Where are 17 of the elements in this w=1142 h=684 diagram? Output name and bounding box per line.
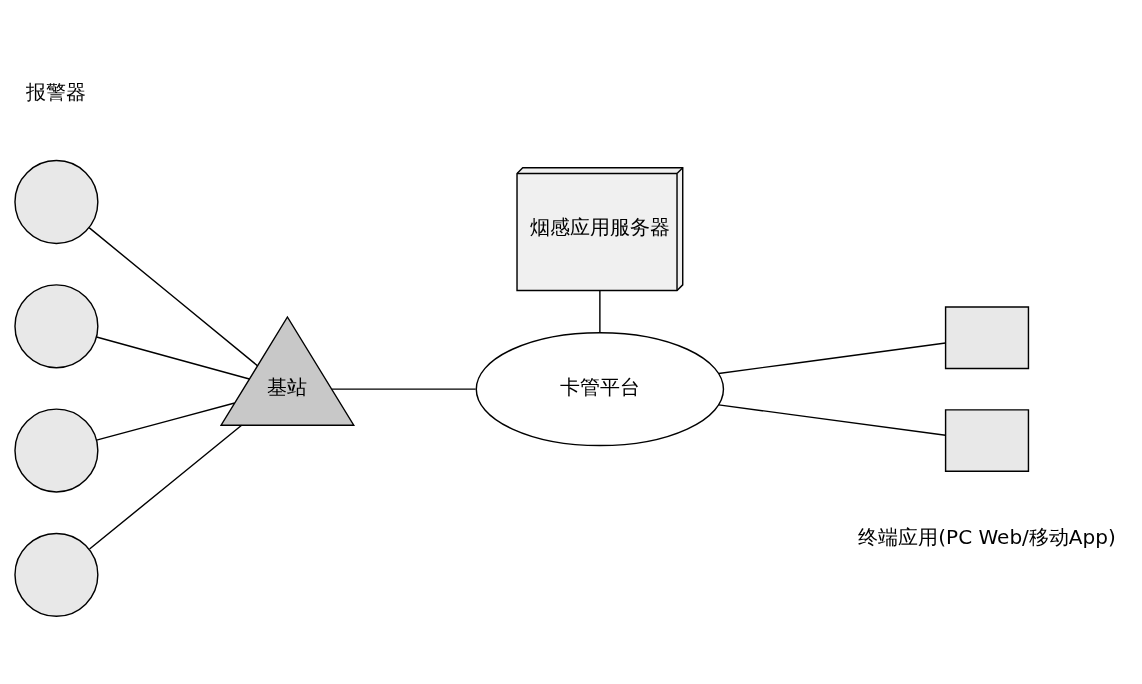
connector: [88, 226, 258, 367]
connector: [88, 424, 243, 550]
connector: [331, 388, 477, 390]
connector: [717, 404, 947, 436]
node-circle: [14, 532, 99, 617]
node-circle: [14, 159, 99, 245]
node-box: [944, 306, 1030, 370]
node-box: [944, 409, 1030, 472]
node-circle: [14, 284, 99, 369]
connector: [95, 336, 251, 380]
node-ellipse: 卡管平台: [475, 332, 725, 447]
connector: [717, 342, 947, 375]
connector: [599, 290, 601, 333]
node-circle: [14, 408, 99, 493]
connector: [95, 402, 236, 441]
label: 终端应用(PC Web/移动App): [858, 525, 1116, 550]
label: 报警器: [26, 79, 87, 104]
